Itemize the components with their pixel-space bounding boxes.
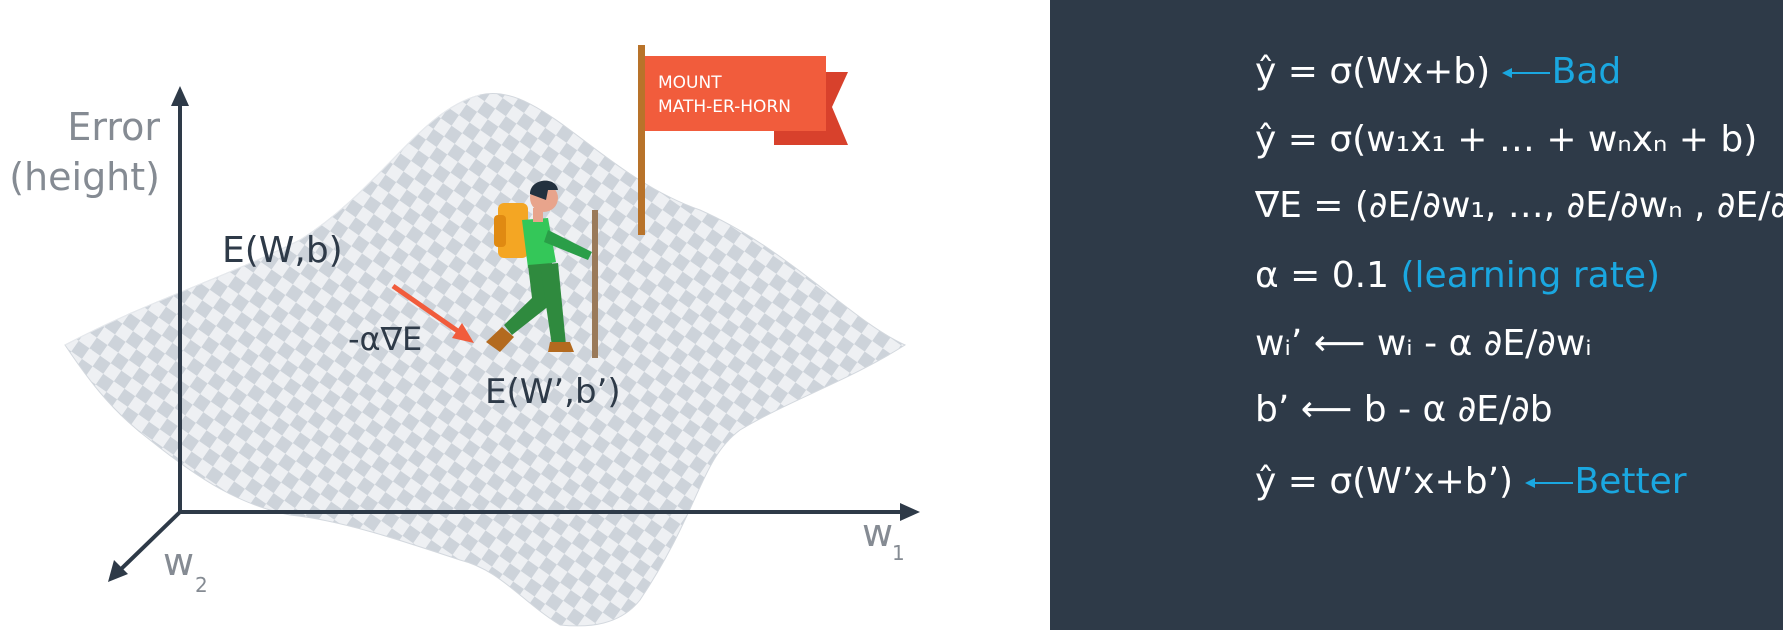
flag-text-line1: MOUNT <box>658 73 722 93</box>
hiker-boot-left <box>486 327 514 352</box>
equation-prediction-better: ŷ = σ(W’x+b’) Better <box>1255 464 1687 500</box>
x-axis-label: w <box>862 511 893 555</box>
y-axis-arrowhead <box>171 86 189 106</box>
equation-expanded: ŷ = σ(w₁x₁ + … + wₙxₙ + b) <box>1255 119 1758 160</box>
bad-note: Bad <box>1551 51 1622 92</box>
hiker-boot-right <box>548 342 574 352</box>
flag-text-line2: MATH-ER-HORN <box>658 97 791 117</box>
z-axis-arrowhead <box>108 560 128 582</box>
equations-panel: ŷ = σ(Wx+b) Bad ŷ = σ(w₁x₁ + … + wₙxₙ + … <box>1050 0 1783 630</box>
x-axis-arrowhead <box>900 503 920 521</box>
equation-prediction-bad: ŷ = σ(Wx+b) Bad <box>1255 54 1621 90</box>
equation-learning-rate: α = 0.1 (learning rate) <box>1255 258 1660 294</box>
gradient-descent-illustration: Error (height) w 1 w 2 E(W,b) -α∇E E(W’,… <box>9 45 920 627</box>
hiker-neck <box>533 208 543 222</box>
gradient-step-arrowhead <box>452 323 474 343</box>
z-axis-label-sub: 2 <box>195 573 208 597</box>
y-axis-label-line1: Error <box>67 105 160 149</box>
equation-text: ŷ = σ(W’x+b’) <box>1255 461 1514 502</box>
x-axis-label-sub: 1 <box>892 541 905 565</box>
left-arrow-icon <box>1501 68 1550 78</box>
equation-bias-update: b’ ⟵ b - α ∂E/∂b <box>1255 389 1553 430</box>
surface-label: E(W,b) <box>222 230 343 271</box>
gradient-step-arrow <box>391 283 464 337</box>
hiking-stick <box>592 210 598 358</box>
left-arrow-icon <box>1524 478 1573 488</box>
better-note: Better <box>1574 461 1687 502</box>
equation-gradient: ∇E = (∂E/∂w₁, …, ∂E/∂wₙ , ∂E/∂b) <box>1255 185 1783 226</box>
flag-banner <box>645 56 826 131</box>
flag-pole <box>638 45 645 235</box>
axes <box>116 95 905 574</box>
hiker-hair <box>530 180 558 200</box>
hiker-figure <box>486 180 598 358</box>
hiker-legs <box>504 263 552 335</box>
y-axis-label-line2: (height) <box>9 155 160 199</box>
new-point-label: E(W’,b’) <box>485 372 621 412</box>
z-axis-label: w <box>163 540 194 584</box>
equation-text: ŷ = σ(Wx+b) <box>1255 51 1491 92</box>
equation-weight-update: wᵢ’ ⟵ wᵢ - α ∂E/∂wᵢ <box>1255 323 1592 364</box>
gradient-label: -α∇E <box>348 320 422 358</box>
learning-rate-note: (learning rate) <box>1400 255 1661 296</box>
hiker-body <box>522 218 556 268</box>
learning-rate-value: α = 0.1 <box>1255 255 1390 296</box>
